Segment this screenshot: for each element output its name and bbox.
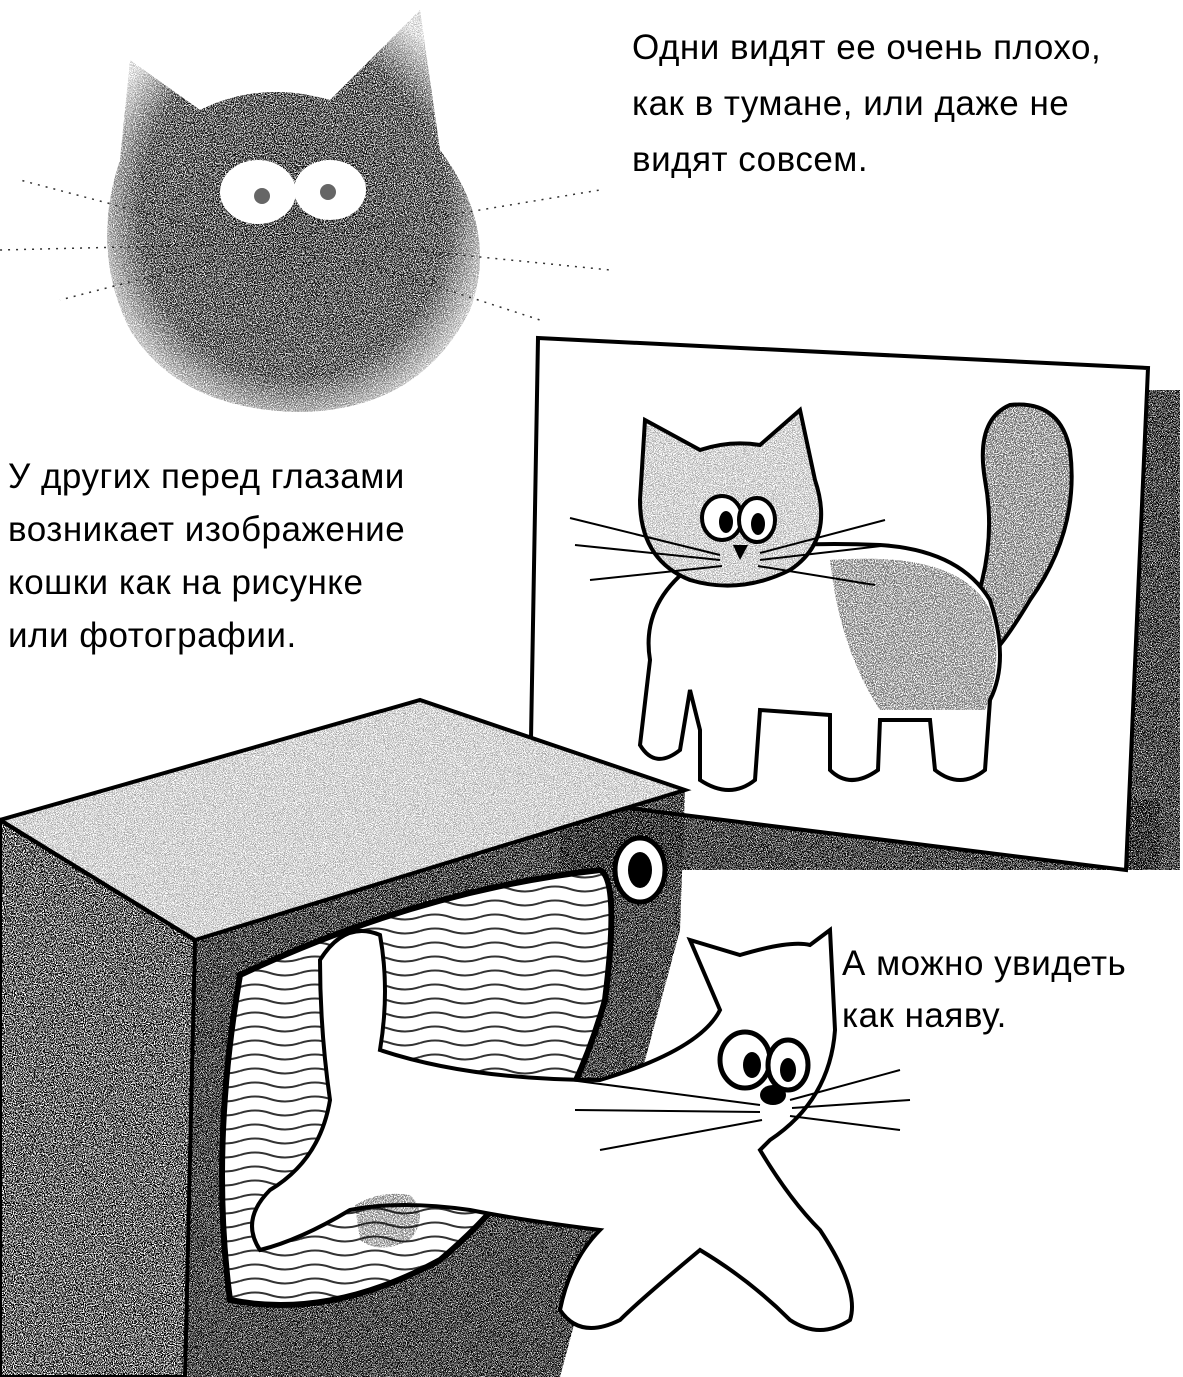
picture-cat-icon bbox=[569, 402, 1074, 792]
tv-cat-illustration bbox=[0, 697, 911, 1377]
caption-line: Одни видят ее очень плохо, bbox=[632, 28, 1102, 67]
caption-line: как наяву. bbox=[842, 996, 1007, 1035]
caption-line: кошки как на рисунке bbox=[8, 563, 364, 602]
caption-line: как в тумане, или даже не bbox=[632, 84, 1070, 123]
caption-line: У других перед глазами bbox=[8, 457, 405, 496]
cat-poster-illustration bbox=[527, 335, 1180, 873]
caption-real-cat: А можно увидеть как наяву. bbox=[842, 938, 1126, 1042]
caption-line: А можно увидеть bbox=[842, 944, 1127, 983]
caption-line: или фотографии. bbox=[8, 616, 297, 655]
caption-picture-cat: У других перед глазами возникает изображ… bbox=[8, 450, 405, 662]
caption-line: видят совсем. bbox=[632, 140, 869, 179]
tv-cat-icon bbox=[250, 926, 911, 1332]
foggy-cat-illustration bbox=[0, 10, 611, 412]
caption-line: возникает изображение bbox=[8, 510, 406, 549]
caption-foggy-cat: Одни видят ее очень плохо, как в тумане,… bbox=[632, 20, 1101, 188]
